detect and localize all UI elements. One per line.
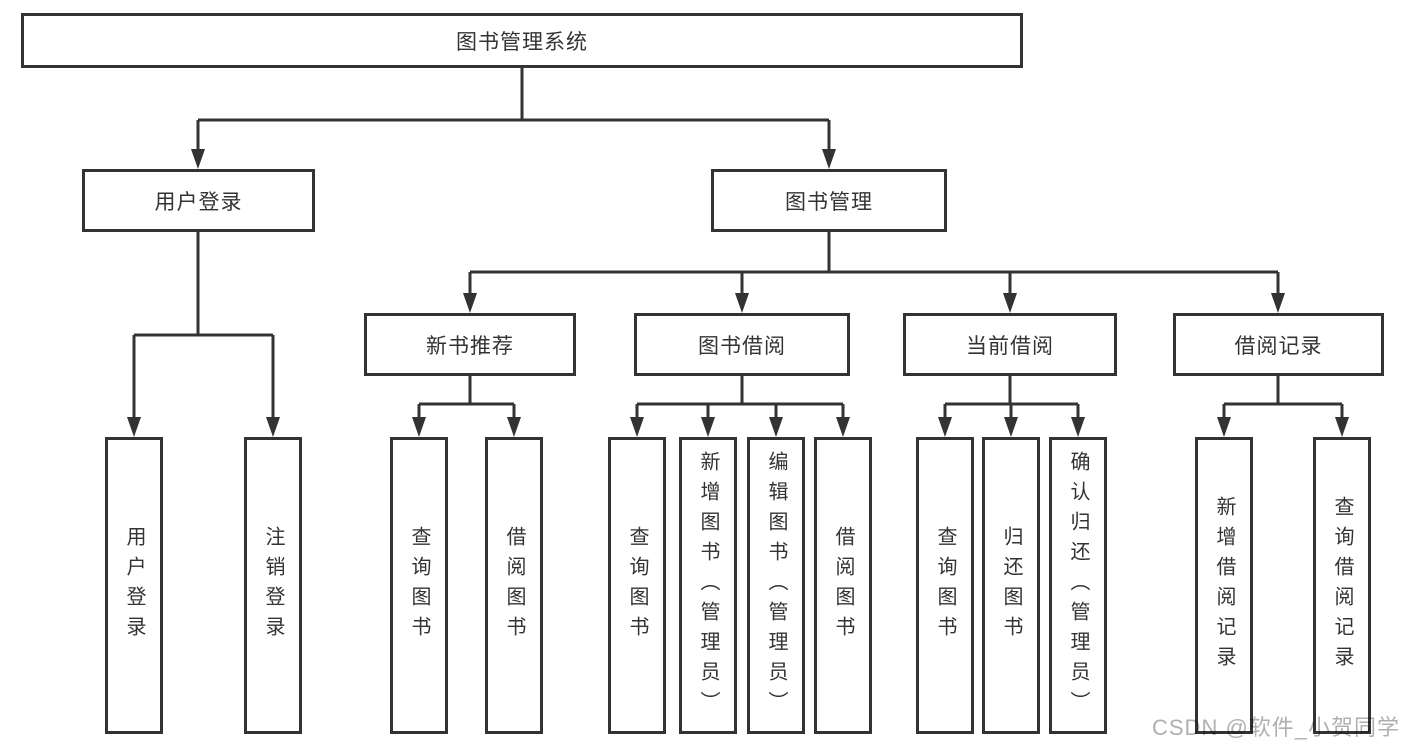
node-logout-action: 注销登录 bbox=[244, 437, 302, 734]
node-book-management-system: 图书管理系统 bbox=[21, 13, 1023, 68]
node-user-login-action: 用户登录 bbox=[105, 437, 163, 734]
node-current-borrowing: 当前借阅 bbox=[903, 313, 1117, 376]
node-book-management: 图书管理 bbox=[711, 169, 947, 232]
node-borrow-books-recommendation: 借阅图书 bbox=[485, 437, 543, 734]
node-add-books-admin: 新增图书（管理员） bbox=[679, 437, 737, 734]
node-query-books-current: 查询图书 bbox=[916, 437, 974, 734]
node-add-borrowing-record: 新增借阅记录 bbox=[1195, 437, 1253, 734]
node-borrowing-records: 借阅记录 bbox=[1173, 313, 1384, 376]
node-book-borrowing: 图书借阅 bbox=[634, 313, 850, 376]
node-return-books: 归还图书 bbox=[982, 437, 1040, 734]
node-confirm-return-admin: 确认归还（管理员） bbox=[1049, 437, 1107, 734]
node-query-books-borrowing: 查询图书 bbox=[608, 437, 666, 734]
node-user-login: 用户登录 bbox=[82, 169, 315, 232]
csdn-watermark: CSDN @软件_小贺同学 bbox=[1152, 715, 1401, 740]
node-query-borrowing-record: 查询借阅记录 bbox=[1313, 437, 1371, 734]
node-new-book-recommendation: 新书推荐 bbox=[364, 313, 576, 376]
node-borrow-books-borrowing: 借阅图书 bbox=[814, 437, 872, 734]
node-query-books-recommendation: 查询图书 bbox=[390, 437, 448, 734]
node-edit-books-admin: 编辑图书（管理员） bbox=[747, 437, 805, 734]
